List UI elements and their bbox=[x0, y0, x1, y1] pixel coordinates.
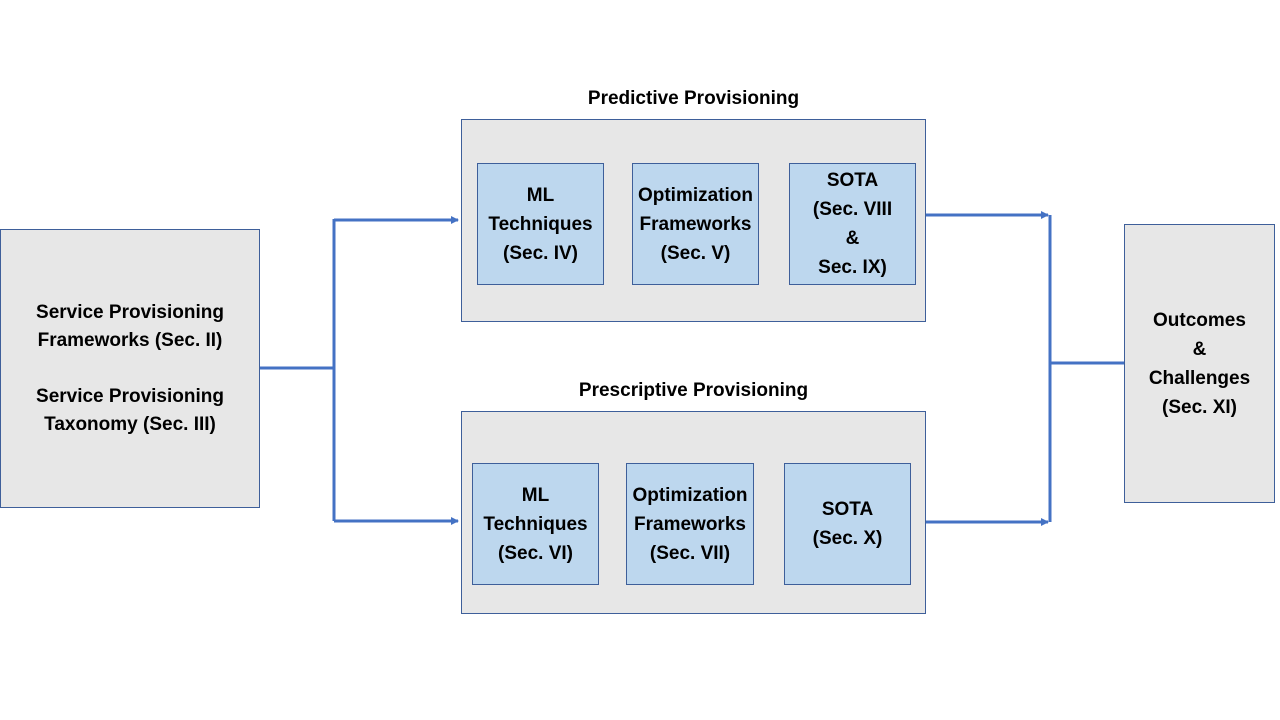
prescriptive-opt-box: Optimization Frameworks (Sec. VII) bbox=[626, 463, 754, 585]
frameworks-line-2: Frameworks (Sec. II) bbox=[37, 329, 223, 351]
frameworks-group: Service Provisioning Frameworks (Sec. II… bbox=[36, 299, 224, 355]
outcomes-line-1: Outcomes bbox=[1153, 309, 1246, 331]
prescriptive-sota-line-2: (Sec. X) bbox=[812, 528, 883, 549]
predictive-sota-line-3: & bbox=[845, 228, 860, 249]
predictive-sota-line-4: Sec. IX) bbox=[818, 257, 887, 278]
predictive-opt-line-1: Optimization bbox=[637, 184, 754, 206]
prescriptive-ml-line-3: (Sec. VI) bbox=[498, 542, 573, 564]
prescriptive-opt-line-1: Optimization bbox=[632, 484, 748, 506]
predictive-sota-line-2: (Sec. VIII bbox=[812, 199, 893, 220]
outcomes-line-4: (Sec. XI) bbox=[1162, 396, 1237, 418]
predictive-opt-line-2: Frameworks bbox=[639, 213, 752, 235]
predictive-ml-line-1: ML bbox=[526, 184, 555, 206]
outcomes-line-3: Challenges bbox=[1148, 367, 1251, 389]
prescriptive-ml-box: ML Techniques (Sec. VI) bbox=[472, 463, 599, 585]
predictive-opt-box: Optimization Frameworks (Sec. V) bbox=[632, 163, 759, 285]
predictive-sota-box: SOTA (Sec. VIII & Sec. IX) bbox=[789, 163, 916, 285]
predictive-ml-line-3: (Sec. IV) bbox=[503, 242, 578, 264]
taxonomy-line-1: Service Provisioning bbox=[36, 385, 224, 407]
prescriptive-opt-line-3: (Sec. VII) bbox=[649, 542, 731, 564]
predictive-sota-line-1: SOTA bbox=[826, 170, 879, 191]
frameworks-line-1: Service Provisioning bbox=[36, 301, 224, 323]
outcomes-line-2: & bbox=[1192, 338, 1207, 360]
prescriptive-sota-box: SOTA (Sec. X) bbox=[784, 463, 911, 585]
prescriptive-opt-line-2: Frameworks bbox=[634, 513, 746, 535]
service-provisioning-box: Service Provisioning Frameworks (Sec. II… bbox=[0, 229, 260, 508]
prescriptive-ml-line-1: ML bbox=[521, 484, 550, 506]
outcomes-challenges-box: Outcomes & Challenges (Sec. XI) bbox=[1124, 224, 1275, 503]
prescriptive-sota-line-1: SOTA bbox=[821, 499, 874, 520]
taxonomy-group: Service Provisioning Taxonomy (Sec. III) bbox=[36, 383, 224, 439]
prescriptive-ml-line-2: Techniques bbox=[483, 513, 588, 535]
predictive-ml-box: ML Techniques (Sec. IV) bbox=[477, 163, 604, 285]
predictive-title: Predictive Provisioning bbox=[587, 88, 800, 109]
taxonomy-line-2: Taxonomy (Sec. III) bbox=[44, 413, 216, 435]
predictive-ml-line-2: Techniques bbox=[488, 213, 593, 235]
prescriptive-title: Prescriptive Provisioning bbox=[578, 380, 809, 401]
predictive-opt-line-3: (Sec. V) bbox=[660, 242, 731, 264]
